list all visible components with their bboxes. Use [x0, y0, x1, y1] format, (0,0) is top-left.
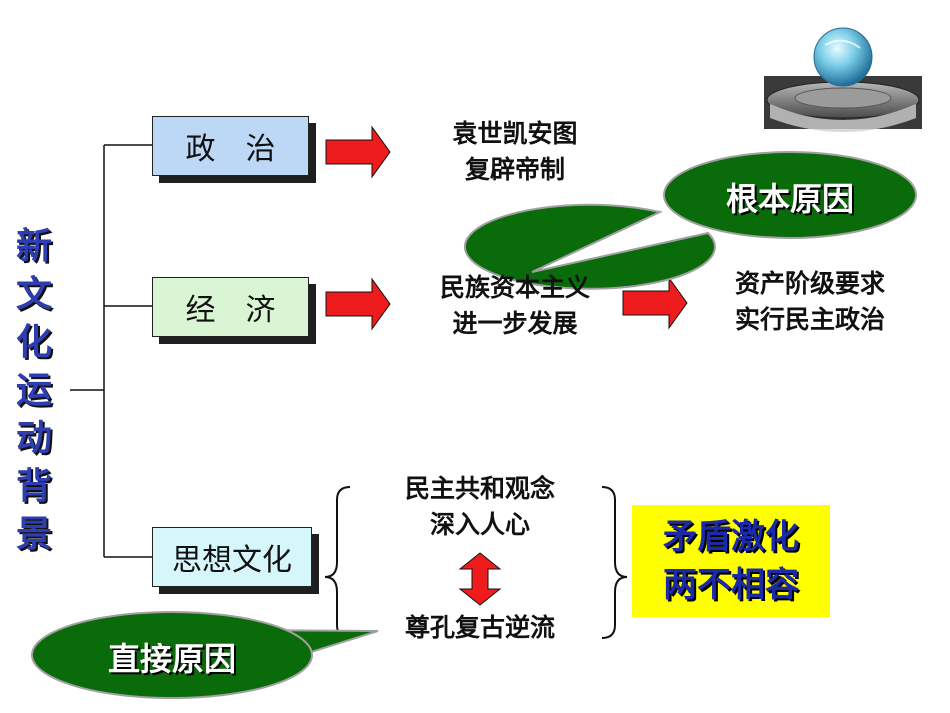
- culture-top: 民主共和观念 深入人心: [365, 471, 595, 543]
- culture-box: 思想文化: [152, 527, 312, 587]
- economy-label: 经 济: [185, 293, 276, 328]
- title-char: 化: [15, 321, 52, 363]
- right-arrow-icon: [325, 277, 391, 331]
- vertical-title: 新 文 化 运 动 背 景: [8, 222, 60, 558]
- title-char: 动: [15, 417, 52, 459]
- economy-demand: 资产阶级要求 实行民主政治: [700, 266, 920, 338]
- economy-demand-line: 资产阶级要求: [734, 269, 885, 298]
- title-char: 背: [15, 465, 52, 507]
- culture-label: 思想文化: [172, 543, 292, 578]
- economy-result-line: 进一步发展: [452, 309, 578, 338]
- title-char: 文: [15, 273, 52, 315]
- root-cause-ellipse: [663, 151, 917, 239]
- globe-pedestal-icon: [764, 27, 922, 132]
- culture-top-line: 民主共和观念: [404, 474, 555, 503]
- economy-demand-line: 实行民主政治: [734, 305, 885, 334]
- conflict-line: 两不相容: [663, 565, 799, 605]
- conflict-line: 矛盾激化: [663, 517, 799, 557]
- title-char: 景: [15, 513, 52, 555]
- title-char: 运: [15, 369, 52, 411]
- culture-bottom: 尊孔复古逆流: [365, 610, 595, 646]
- politics-result-line: 复辟帝制: [464, 155, 565, 184]
- politics-result: 袁世凯安图 复辟帝制: [405, 116, 625, 188]
- right-arrow-icon: [325, 125, 391, 179]
- root-cause-bubble: [463, 203, 716, 290]
- title-char: 新: [15, 225, 52, 267]
- economy-result: 民族资本主义 进一步发展: [405, 270, 625, 342]
- root-cause-label: 根本原因: [725, 180, 854, 218]
- politics-result-line: 袁世凯安图: [452, 119, 578, 148]
- brace-icon: [324, 486, 351, 639]
- conflict-box: 矛盾激化 两不相容: [632, 505, 830, 617]
- culture-top-line: 深入人心: [429, 510, 530, 539]
- politics-label: 政 治: [185, 132, 276, 167]
- politics-box: 政 治: [152, 116, 309, 176]
- economy-box: 经 济: [152, 277, 309, 337]
- brace-icon: [601, 486, 628, 639]
- economy-result-line: 民族资本主义: [439, 273, 590, 302]
- right-arrow-icon: [622, 276, 688, 330]
- tree-connector: [70, 144, 152, 558]
- culture-bottom-line: 尊孔复古逆流: [404, 613, 555, 642]
- direct-cause-label: 直接原因: [107, 640, 236, 678]
- double-arrow-icon: [458, 552, 502, 606]
- direct-cause-ellipse: [31, 611, 313, 699]
